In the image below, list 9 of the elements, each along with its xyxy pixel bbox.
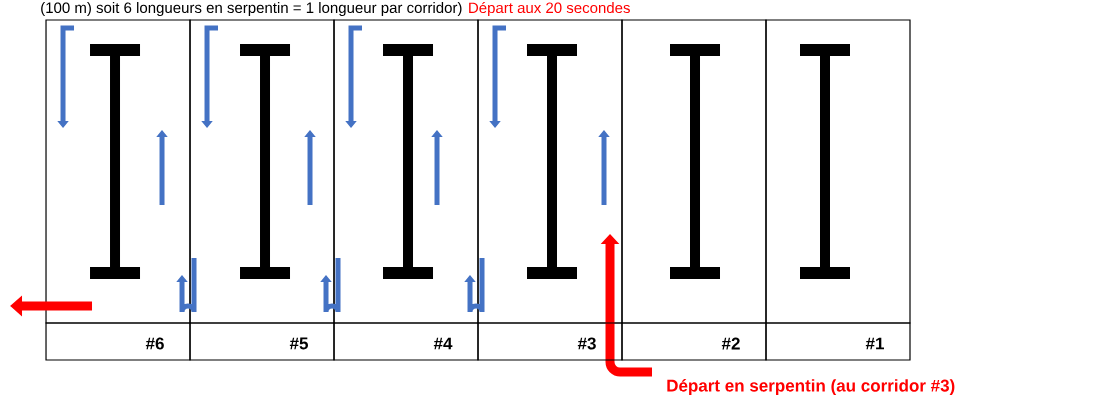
corridor-number-cell: #1 xyxy=(765,322,911,361)
note-text: (100 m) soit 6 longueurs en serpentin = 1 longueur par corridor) xyxy=(41,2,462,16)
corridor-number-cell: #2 xyxy=(621,322,767,361)
corridor-number-cell: #4 xyxy=(333,322,479,361)
start-caption: Départ en serpentin (au corridor #3) xyxy=(667,379,955,395)
corridor-number-cell: #3 xyxy=(477,322,623,361)
corridor-number-cell: #6 xyxy=(45,322,191,361)
corridor-number-cell: #5 xyxy=(189,322,335,361)
note-text: Départ aux 20 secondes xyxy=(469,1,630,17)
